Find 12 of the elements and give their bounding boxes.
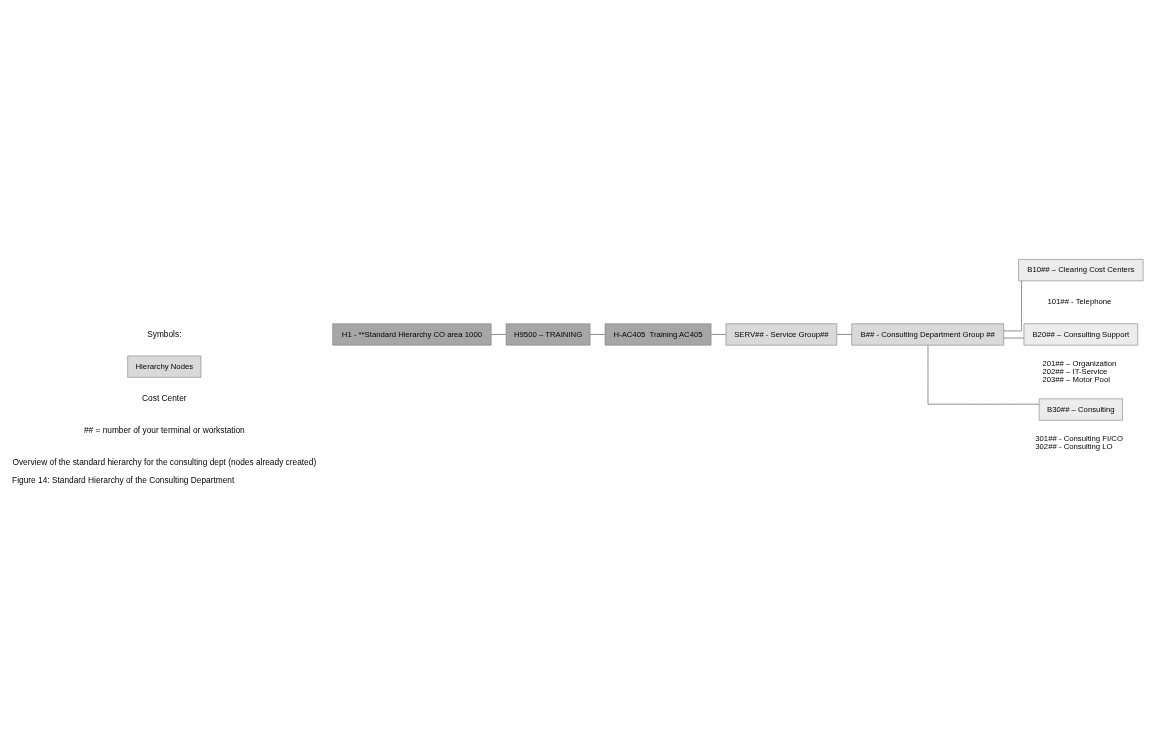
- label: ## = number of your terminal or workstation: [83, 425, 245, 436]
- connector: [1003, 337, 1025, 339]
- connector: [1003, 280, 1022, 332]
- label: Cost Center: [142, 393, 187, 404]
- connector: [927, 344, 1040, 405]
- connector: [836, 334, 853, 335]
- connector: [710, 334, 727, 335]
- caption: Figure 14: Standard Hierarchy of the Consulting Department: [12, 474, 235, 485]
- label: Symbols:: [147, 328, 182, 339]
- label: Overview of the standard hierarchy for the consulting dept (nodes already created): [12, 457, 317, 468]
- connector: [490, 334, 507, 335]
- connector: [589, 334, 606, 335]
